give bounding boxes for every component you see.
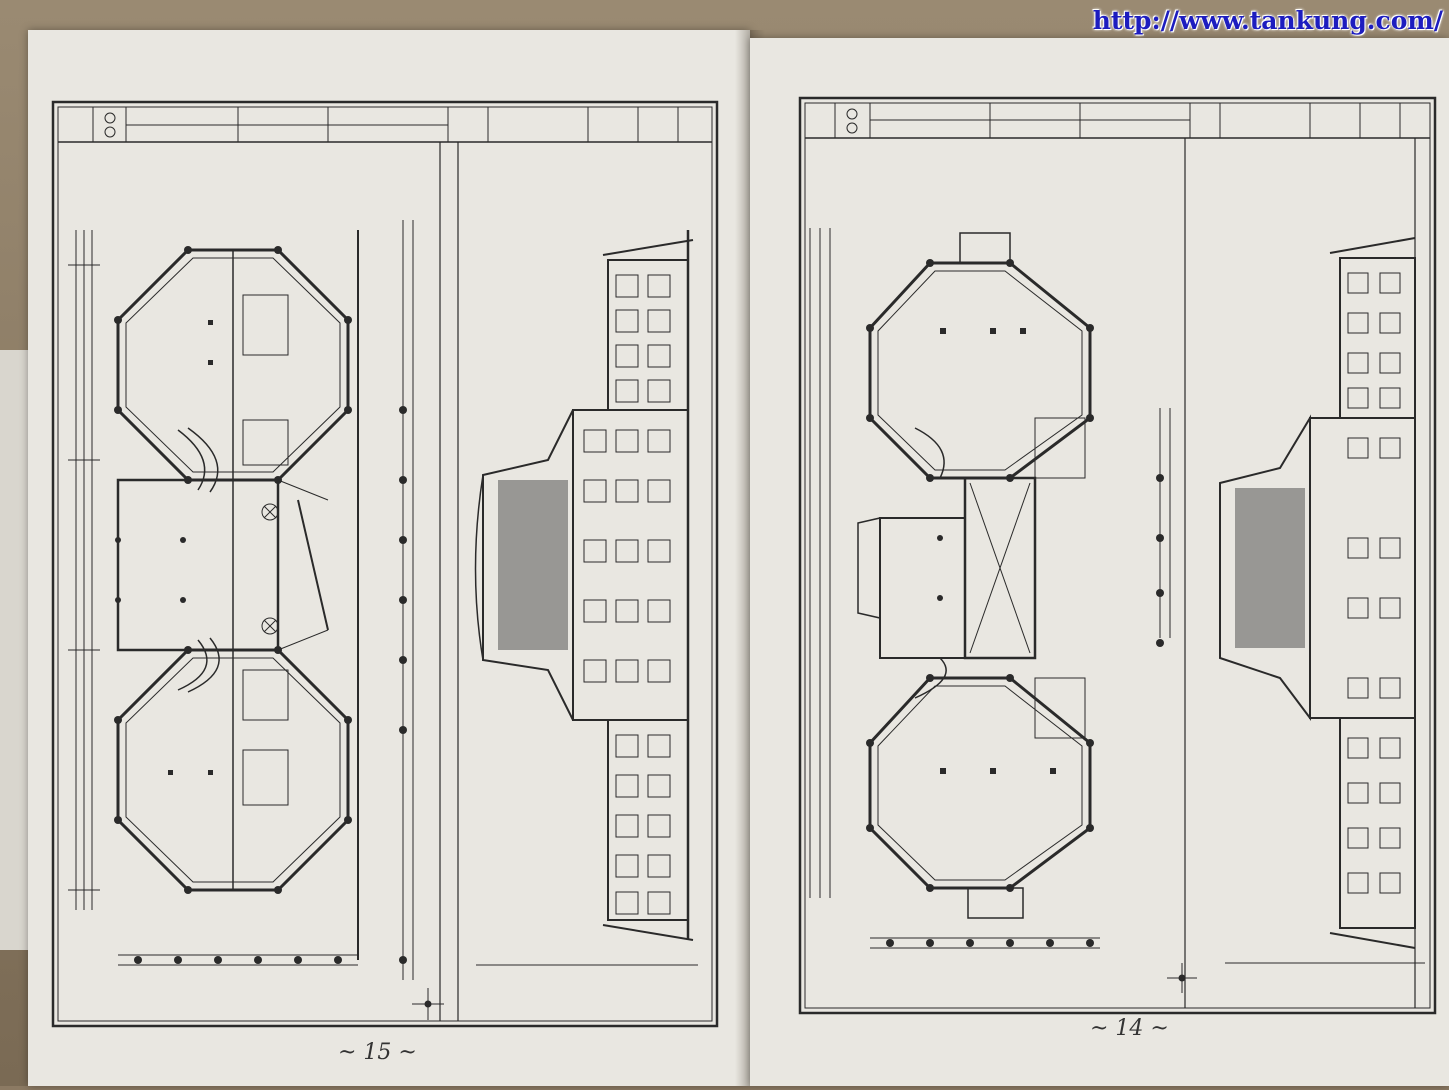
right-page: ~ 14 ~	[750, 38, 1449, 1086]
right-blueprint-drawing	[798, 96, 1437, 1015]
page-number: ~ 14 ~	[1090, 1016, 1169, 1041]
left-blueprint-drawing	[51, 100, 719, 1028]
page-number: ~ 15 ~	[338, 1040, 417, 1065]
left-page: ~ 15 ~	[28, 30, 750, 1086]
watermark-url: http://www.tankung.com/	[1092, 6, 1443, 35]
